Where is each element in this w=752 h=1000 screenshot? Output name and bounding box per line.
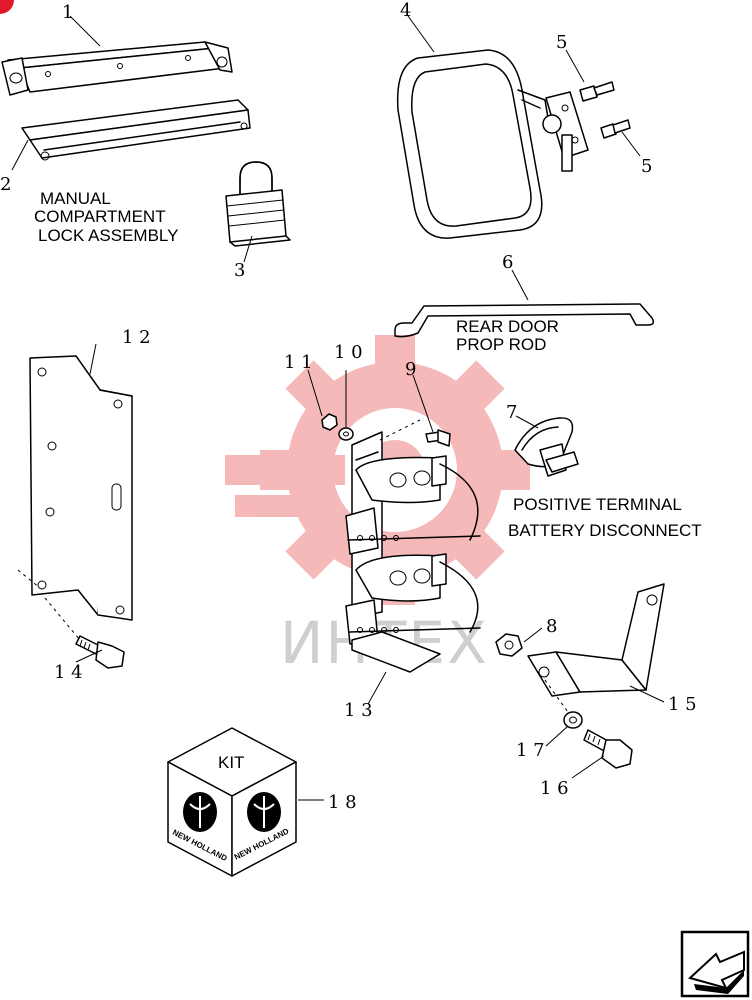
part-9-bolt [425, 429, 451, 447]
callout-4: 4 [400, 0, 411, 21]
callout-8: 8 [546, 616, 557, 637]
part-1-bracket [1, 41, 233, 96]
callout-17: 1 7 [516, 740, 545, 761]
new-holland-logo-left-icon [183, 792, 217, 832]
new-holland-logo-right-icon [247, 792, 281, 832]
part-3-padlock-icon [225, 161, 291, 247]
part-7-battery-disconnect [514, 417, 579, 477]
next-page-arrow-icon[interactable] [680, 930, 750, 998]
caption-lock-line2: COMPARTMENT [34, 207, 166, 226]
part-8-nut [495, 633, 523, 657]
callout-9: 9 [405, 359, 416, 380]
part-14-bolt [75, 635, 125, 669]
callout-16: 1 6 [540, 778, 569, 799]
callout-13: 1 3 [344, 700, 373, 721]
callout-7: 7 [506, 402, 517, 423]
part-5-bolt-lower [600, 119, 631, 139]
caption-lock-line3: LOCK ASSEMBLY [38, 226, 178, 245]
callout-14: 1 4 [54, 662, 83, 683]
part-11-nut [321, 413, 338, 431]
caption-battery-line2: BATTERY DISCONNECT [508, 521, 702, 540]
part-13-extinguisher-bracket [345, 419, 481, 673]
part-2-plate [21, 99, 251, 161]
part-15-mounting-bracket [527, 583, 665, 716]
callout-2: 2 [0, 174, 11, 195]
callout-18: 1 8 [328, 792, 357, 813]
callout-3: 3 [234, 260, 245, 281]
part-4-mirror [396, 49, 589, 239]
leader-lines [11, 15, 665, 801]
kit-label: KIT [218, 753, 244, 772]
callout-11: 1 1 [284, 352, 313, 373]
part-16-bolt [583, 729, 633, 769]
part-5-bolt-upper [579, 81, 615, 102]
caption-rod-line2: PROP ROD [456, 335, 546, 354]
part-10-washer [338, 427, 354, 441]
callout-5-lower: 5 [641, 156, 652, 177]
caption-battery-line1: POSITIVE TERMINAL [513, 495, 682, 514]
part-17-washer [563, 711, 583, 729]
part-6-prop-rod [394, 303, 655, 338]
callout-6: 6 [502, 252, 513, 273]
callout-10: 1 0 [334, 342, 363, 363]
corner-mark [0, 0, 14, 14]
callout-5-upper: 5 [556, 32, 567, 53]
callout-1: 1 [62, 2, 73, 23]
callout-15: 1 5 [668, 694, 697, 715]
caption-rod-line1: REAR DOOR [456, 317, 559, 336]
caption-lock-line1: MANUAL [40, 189, 111, 208]
part-18-kit-box [167, 727, 297, 877]
callout-12: 1 2 [122, 327, 151, 348]
part-12-angle-bracket [17, 355, 133, 641]
